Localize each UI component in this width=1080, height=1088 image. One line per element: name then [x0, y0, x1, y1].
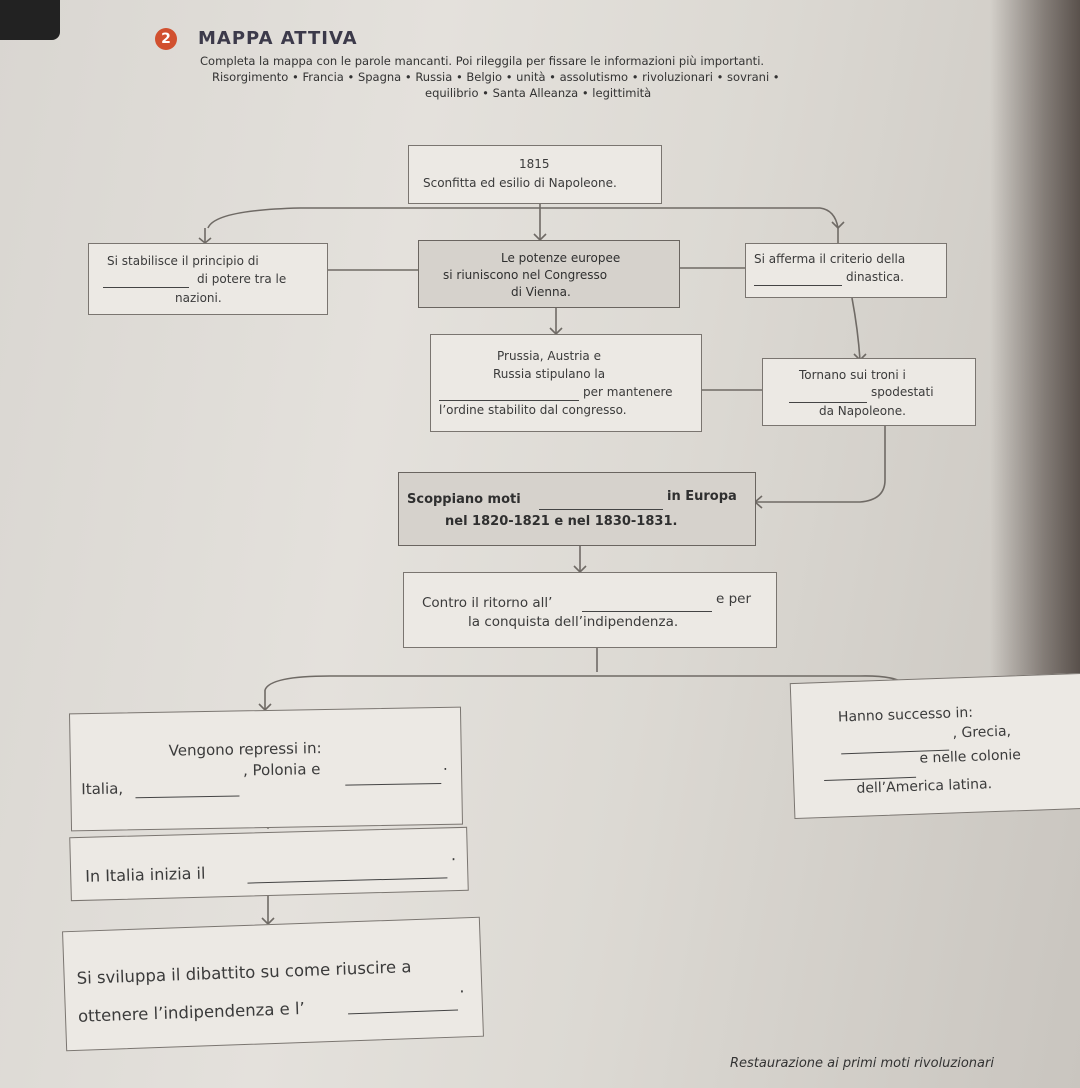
box-italia-line-1: In Italia inizia il: [85, 863, 206, 886]
box-1815-year: 1815: [519, 157, 550, 171]
box-moti-line-1a: Scoppiano moti: [407, 492, 521, 507]
blank-moti[interactable]: [539, 497, 663, 510]
box-successo: Hanno successo in: , Grecia, e nelle col…: [789, 672, 1080, 820]
box-repressi-line-2a: Italia,: [81, 779, 124, 799]
box-repressi-line-2b: , Polonia e: [242, 760, 321, 780]
box-troni: Tornano sui troni i spodestati da Napole…: [762, 358, 976, 426]
box-potenze-line-2: si riuniscono nel Congresso: [443, 268, 608, 282]
box-principio-line-1: Si stabilisce il principio di: [107, 254, 259, 268]
box-criterio: Si afferma il criterio della dinastica.: [745, 243, 947, 298]
box-repressi-line-2c: .: [442, 755, 448, 774]
box-criterio-line-1: Si afferma il criterio della: [754, 252, 906, 266]
box-italia: In Italia inizia il .: [69, 826, 469, 902]
box-dibattito-line-2: ottenere l’indipendenza e l’: [77, 998, 306, 1026]
box-repressi: Vengono repressi in: Italia, , Polonia e…: [69, 706, 463, 832]
box-troni-line-1: Tornano sui troni i: [799, 368, 906, 382]
blank-dibattito[interactable]: [347, 997, 459, 1015]
box-potenze-line-3: di Vienna.: [511, 285, 571, 299]
blank-italia[interactable]: [247, 865, 448, 884]
box-principio: Si stabilisce il principio di di potere …: [88, 243, 328, 315]
page-edge-shadow: [990, 0, 1080, 700]
word-bank-line-1: Risorgimento • Francia • Spagna • Russia…: [212, 70, 780, 84]
exercise-title: MAPPA ATTIVA: [198, 28, 358, 49]
box-prussia: Prussia, Austria e Russia stipulano la p…: [430, 334, 702, 432]
page-footer-title: Restaurazione ai primi moti rivoluzionar…: [730, 1056, 994, 1071]
blank-contro[interactable]: [582, 599, 712, 612]
blank-criterio[interactable]: [754, 273, 842, 286]
box-italia-line-1b: .: [450, 845, 457, 865]
box-moti-line-2: nel 1820-1821 e nel 1830-1831.: [445, 514, 678, 529]
box-troni-line-3: da Napoleone.: [819, 404, 906, 418]
box-moti: Scoppiano moti in Europa nel 1820-1821 e…: [398, 472, 756, 546]
blank-prussia[interactable]: [439, 388, 579, 401]
exercise-number-badge: 2: [155, 28, 177, 50]
blank-troni[interactable]: [789, 390, 867, 403]
word-bank-line-2: equilibrio • Santa Alleanza • legittimit…: [425, 86, 652, 100]
box-dibattito-line-2b: .: [458, 977, 465, 997]
box-successo-line-3: e nelle colonie: [919, 747, 1022, 767]
box-prussia-line-2: Russia stipulano la: [493, 367, 606, 381]
blank-repressi-2[interactable]: [345, 770, 442, 786]
box-prussia-line-3: per mantenere: [583, 385, 673, 399]
box-successo-line-4: dell’America latina.: [856, 776, 993, 797]
box-prussia-line-4: l’ordine stabilito dal congresso.: [439, 403, 627, 417]
box-potenze-line-1: Le potenze europee: [501, 251, 621, 265]
box-troni-line-2: spodestati: [871, 385, 934, 399]
box-dibattito-line-1: Si sviluppa il dibattito su come riuscir…: [76, 957, 412, 988]
blank-principio[interactable]: [103, 275, 189, 288]
box-successo-line-2: , Grecia,: [952, 723, 1012, 742]
box-moti-line-1b: in Europa: [667, 489, 737, 504]
box-1815: 1815 Sconfitta ed esilio di Napoleone.: [408, 145, 662, 204]
exercise-instruction: Completa la mappa con le parole mancanti…: [200, 54, 765, 68]
box-prussia-line-1: Prussia, Austria e: [497, 349, 601, 363]
box-principio-line-2: di potere tra le: [197, 272, 287, 286]
box-1815-text: Sconfitta ed esilio di Napoleone.: [423, 176, 617, 190]
box-contro-line-2: la conquista dell’indipendenza.: [468, 614, 679, 630]
box-principio-line-3: nazioni.: [175, 291, 222, 305]
box-contro: Contro il ritorno all’ e per la conquist…: [403, 572, 777, 648]
box-contro-line-1a: Contro il ritorno all’: [422, 595, 553, 611]
page-corner-shadow: [0, 0, 60, 40]
box-dibattito: Si sviluppa il dibattito su come riuscir…: [62, 916, 484, 1052]
box-contro-line-1b: e per: [716, 591, 752, 607]
blank-repressi-1[interactable]: [135, 783, 240, 799]
box-criterio-line-2: dinastica.: [846, 270, 904, 284]
box-potenze-europee: Le potenze europee si riuniscono nel Con…: [418, 240, 680, 308]
